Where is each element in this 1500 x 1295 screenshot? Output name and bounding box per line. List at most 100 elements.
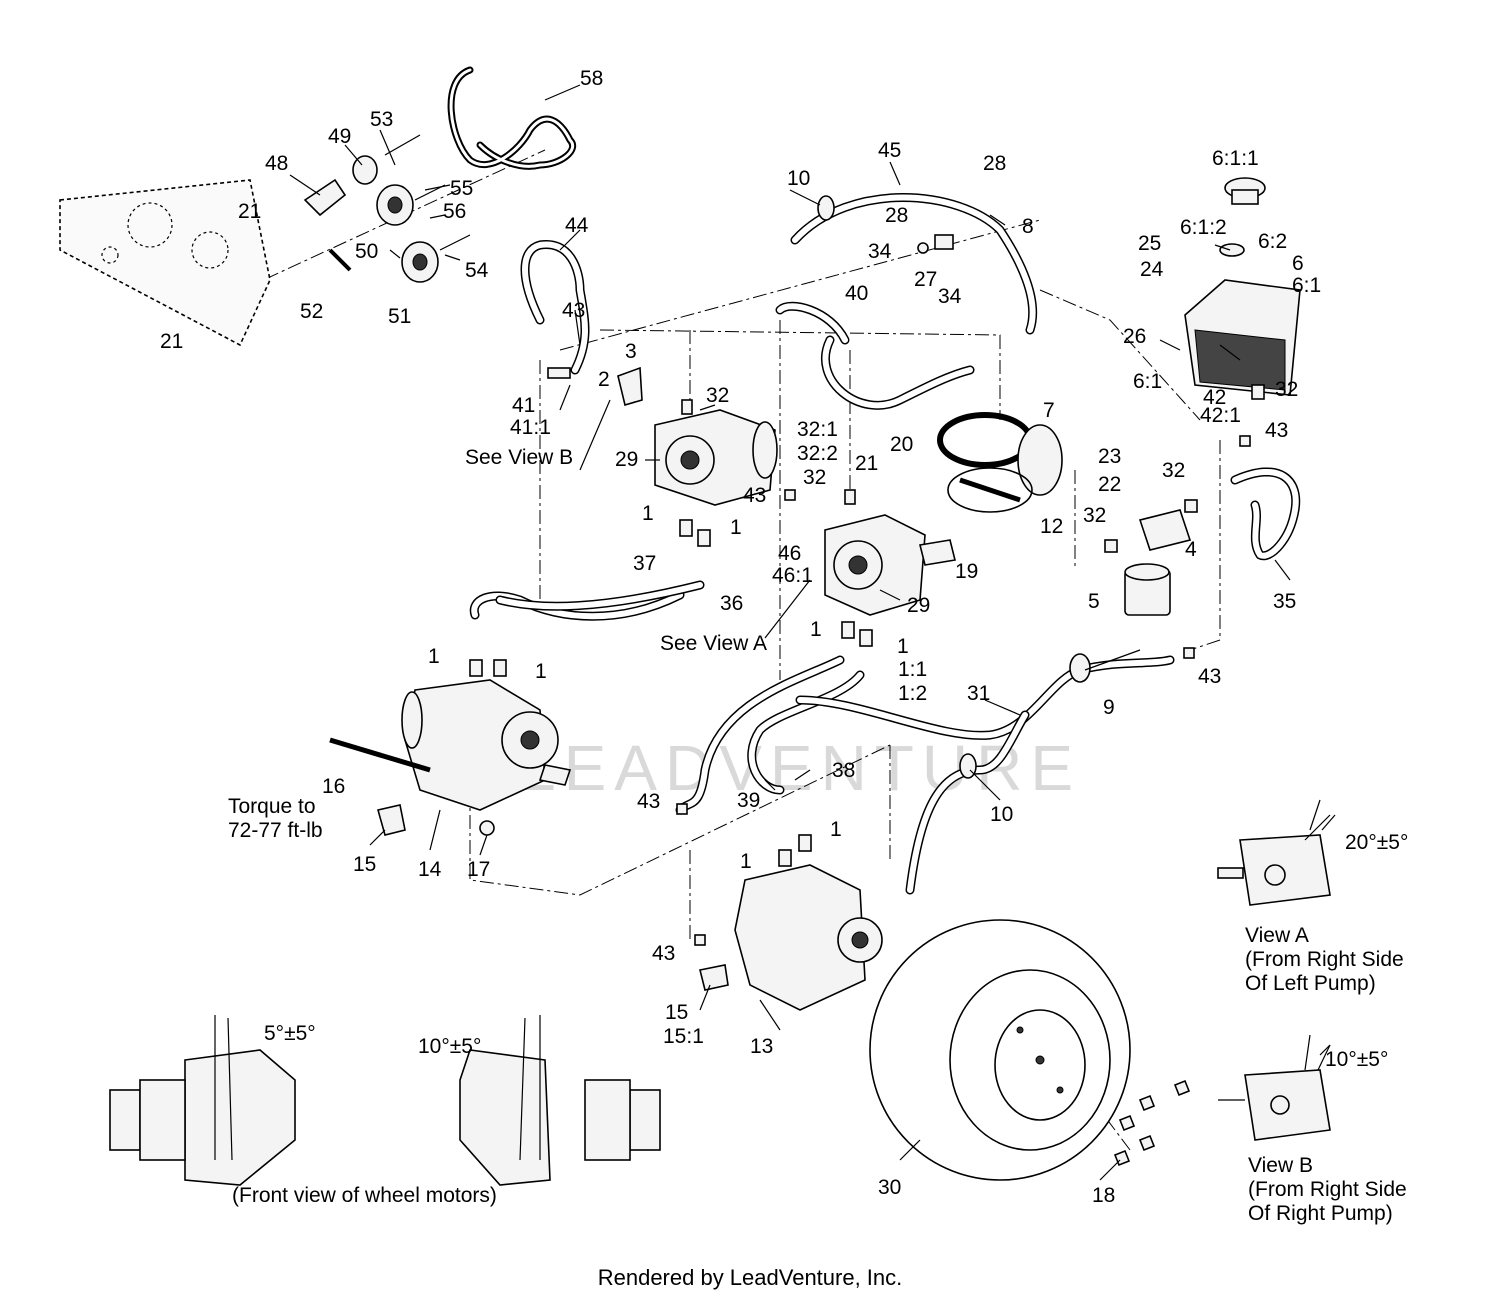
label-12: 12 <box>1040 515 1063 538</box>
label-1g: 1 <box>830 818 842 841</box>
label-1-1: 1:1 <box>898 658 927 681</box>
label-45: 45 <box>878 139 901 162</box>
wheel-tire <box>869 919 1191 1181</box>
label-28b: 28 <box>885 204 908 227</box>
label-18: 18 <box>1092 1184 1115 1207</box>
label-30: 30 <box>878 1176 901 1199</box>
label-20: 20 <box>890 433 913 456</box>
label-36: 36 <box>720 592 743 615</box>
label-21b: 21 <box>160 330 183 353</box>
label-6-1b: 6:1 <box>1133 370 1162 393</box>
label-1a: 1 <box>642 502 654 525</box>
label-32a: 32 <box>1275 378 1298 401</box>
front-view-motors <box>109 1015 661 1186</box>
label-22: 22 <box>1098 473 1121 496</box>
label-44: 44 <box>565 214 589 237</box>
label-43f: 43 <box>652 942 675 965</box>
view-b-line1: View B <box>1248 1154 1313 1177</box>
label-16: 16 <box>322 775 345 798</box>
label-4: 4 <box>1185 538 1197 561</box>
label-1d: 1 <box>897 635 909 658</box>
label-26: 26 <box>1123 325 1146 348</box>
label-6-2: 6:2 <box>1258 230 1287 253</box>
label-10b: 10 <box>990 803 1013 826</box>
left-wheel-motor <box>329 679 572 836</box>
label-34b: 34 <box>938 285 962 308</box>
label-32-2: 32:2 <box>797 442 838 465</box>
label-21a: 21 <box>238 200 261 223</box>
label-32e: 32 <box>1083 504 1106 527</box>
label-17: 17 <box>467 858 490 881</box>
upper-hoses <box>520 193 1301 561</box>
oil-filter-assembly <box>1124 509 1192 616</box>
label-32d: 32 <box>803 466 826 489</box>
label-24: 24 <box>1140 258 1164 281</box>
view-a-line2: (From Right Side <box>1245 948 1404 971</box>
label-1h: 1 <box>740 850 752 873</box>
label-42-1: 42:1 <box>1200 404 1241 427</box>
label-5: 5 <box>1088 590 1100 613</box>
see-view-a: See View A <box>660 632 767 655</box>
angle-view-b: 10°±5° <box>1325 1048 1388 1071</box>
label-3: 3 <box>625 340 637 363</box>
part-labels: 58 53 49 48 55 21 56 50 54 52 51 21 45 1… <box>160 67 1321 1207</box>
label-38: 38 <box>832 759 855 782</box>
label-58: 58 <box>580 67 603 90</box>
view-b-pump <box>1218 1034 1331 1141</box>
label-43b: 43 <box>1265 419 1288 442</box>
angle-view-a: 20°±5° <box>1345 831 1408 854</box>
label-54: 54 <box>465 259 489 282</box>
torque-line1: Torque to <box>228 795 316 818</box>
callouts: See View B See View A Torque to 72-77 ft… <box>228 446 1408 1225</box>
label-10a: 10 <box>787 167 810 190</box>
label-8: 8 <box>1022 215 1034 238</box>
label-43c: 43 <box>743 484 766 507</box>
label-9: 9 <box>1103 696 1115 719</box>
label-23: 23 <box>1098 445 1121 468</box>
label-53: 53 <box>370 108 393 131</box>
label-42: 42 <box>1203 386 1226 409</box>
label-28a: 28 <box>983 152 1006 175</box>
label-34a: 34 <box>868 240 892 263</box>
label-29b: 29 <box>907 594 930 617</box>
label-25: 25 <box>1138 232 1161 255</box>
hydraulic-tank <box>1184 177 1301 396</box>
label-1-2: 1:2 <box>898 682 927 705</box>
label-15-1: 15:1 <box>663 1025 704 1048</box>
label-32c: 32 <box>1162 459 1185 482</box>
label-1f: 1 <box>535 660 547 683</box>
torque-line2: 72-77 ft-lb <box>228 819 323 842</box>
label-13: 13 <box>750 1035 773 1058</box>
label-1c: 1 <box>810 618 822 641</box>
label-55: 55 <box>450 177 473 200</box>
label-31: 31 <box>967 682 990 705</box>
label-43e: 43 <box>637 790 660 813</box>
see-view-b: See View B <box>465 446 573 469</box>
label-2: 2 <box>598 368 610 391</box>
fittings <box>469 234 1265 946</box>
label-56: 56 <box>443 200 466 223</box>
label-41: 41 <box>512 394 535 417</box>
label-32-1: 32:1 <box>797 418 838 441</box>
view-a-pump <box>1217 799 1336 906</box>
label-49: 49 <box>328 125 351 148</box>
label-43d: 43 <box>1198 665 1221 688</box>
label-37: 37 <box>633 552 656 575</box>
angle-front-right: 10°±5° <box>418 1035 481 1058</box>
right-wheel-motor <box>699 864 883 1011</box>
label-39: 39 <box>737 789 760 812</box>
label-51: 51 <box>388 305 411 328</box>
label-27: 27 <box>914 268 937 291</box>
hydraulic-pump-upper <box>654 409 778 506</box>
engine-frame-plate <box>59 179 271 347</box>
label-15b: 15 <box>665 1001 688 1024</box>
drive-belt <box>447 66 576 170</box>
label-43a: 43 <box>562 299 585 322</box>
label-6-1a: 6:1 <box>1292 274 1321 297</box>
label-41-1: 41:1 <box>510 416 551 439</box>
label-48: 48 <box>265 152 288 175</box>
label-52: 52 <box>300 300 323 323</box>
angle-front-left: 5°±5° <box>264 1022 316 1045</box>
idler-pulley-assembly <box>303 134 471 283</box>
